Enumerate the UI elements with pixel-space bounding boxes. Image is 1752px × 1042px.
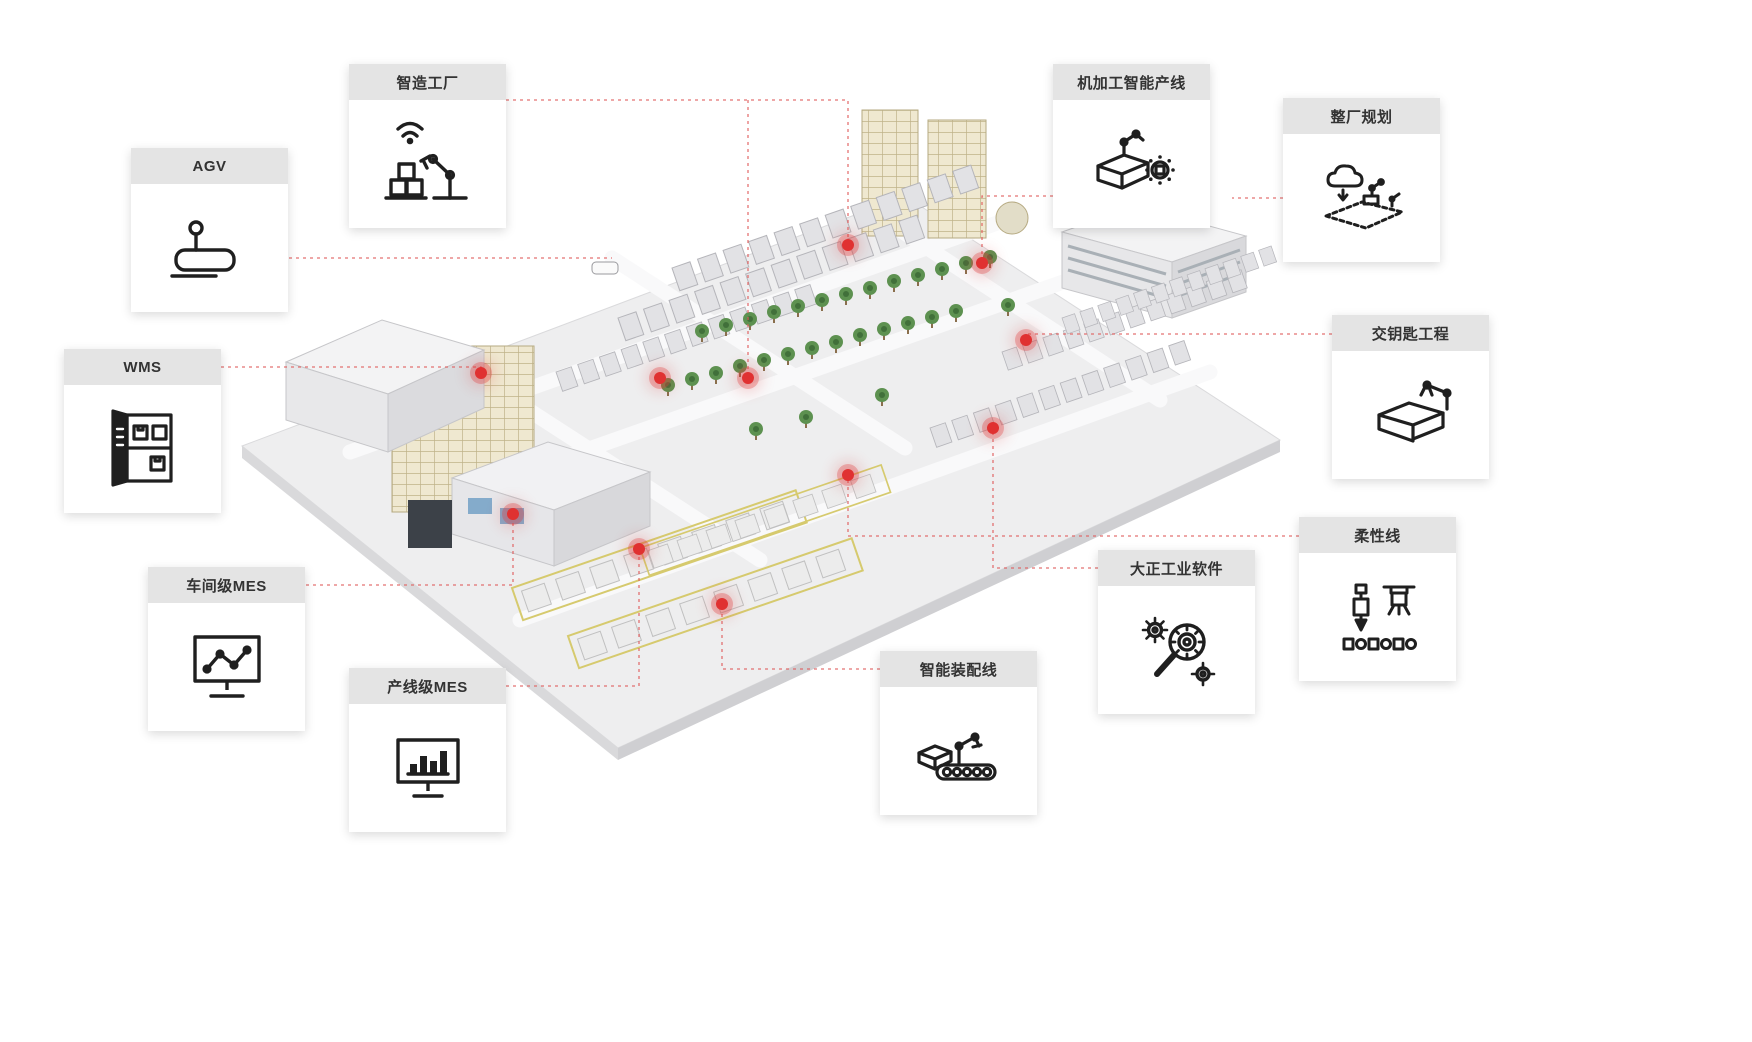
- network-monitor-icon: [192, 635, 261, 698]
- callout-zhizao-gongchang: 智造工厂: [349, 64, 506, 228]
- hotspot-marker[interactable]: [1020, 334, 1032, 346]
- callout-icon-area: [1098, 586, 1255, 714]
- callout-agv: AGV: [131, 148, 288, 312]
- callout-icon-area: [64, 385, 221, 513]
- hotspot-marker[interactable]: [475, 367, 487, 379]
- callout-title: 整厂规划: [1283, 98, 1440, 134]
- callout-wms: WMS: [64, 349, 221, 513]
- callout-icon-area: [1299, 553, 1456, 681]
- callout-title: 车间级MES: [148, 567, 305, 603]
- turnkey-robot-icon: [1376, 380, 1452, 443]
- hotspot-marker[interactable]: [842, 239, 854, 251]
- callout-title: 柔性线: [1299, 517, 1456, 553]
- callout-rouxingxian: 柔性线: [1299, 517, 1456, 681]
- callout-icon-area: [1332, 351, 1489, 479]
- callout-title: AGV: [131, 148, 288, 184]
- callout-label: 智能装配线: [919, 661, 998, 679]
- machining-robot-icon: [1095, 129, 1175, 190]
- callout-zhineng-zhuangpei: 智能装配线: [880, 651, 1037, 815]
- callout-icon-area: [880, 687, 1037, 815]
- flexible-line-icon: [1342, 583, 1417, 651]
- callout-chanxian-mes: 产线级MES: [349, 668, 506, 832]
- hotspot-marker[interactable]: [987, 422, 999, 434]
- callout-title: 智能装配线: [880, 651, 1037, 687]
- callout-icon-area: [349, 100, 506, 228]
- callout-icon-area: [1053, 100, 1210, 228]
- callout-chejian-mes: 车间级MES: [148, 567, 305, 731]
- callout-title: 交钥匙工程: [1332, 315, 1489, 351]
- callout-icon-area: [148, 603, 305, 731]
- callout-icon-area: [131, 184, 288, 312]
- hotspot-marker[interactable]: [716, 598, 728, 610]
- callout-title: 产线级MES: [349, 668, 506, 704]
- barchart-monitor-icon: [395, 738, 460, 798]
- hotspot-marker[interactable]: [654, 372, 666, 384]
- callout-jiaoyaoshi: 交钥匙工程: [1332, 315, 1489, 479]
- gears-magnifier-icon: [1141, 616, 1215, 687]
- callout-label: 大正工业软件: [1129, 560, 1223, 578]
- hotspot-marker[interactable]: [842, 469, 854, 481]
- smart-factory-icon: [383, 121, 468, 200]
- callout-label: 智造工厂: [396, 74, 459, 92]
- hotspot-marker[interactable]: [976, 257, 988, 269]
- callout-label: AGV: [192, 157, 227, 175]
- assembly-line-icon: [916, 732, 997, 781]
- callout-zhengchang-guihua: 整厂规划: [1283, 98, 1440, 262]
- hotspot-marker[interactable]: [633, 543, 645, 555]
- agv-icon: [169, 220, 236, 278]
- callout-dazheng-ruanjian: 大正工业软件: [1098, 550, 1255, 714]
- hotspot-marker[interactable]: [742, 372, 754, 384]
- callout-label: 车间级MES: [186, 577, 267, 595]
- callout-title: WMS: [64, 349, 221, 385]
- callout-icon-area: [1283, 134, 1440, 262]
- callout-title: 大正工业软件: [1098, 550, 1255, 586]
- plant-planning-icon: [1324, 164, 1403, 230]
- callout-label: 柔性线: [1354, 527, 1401, 545]
- callout-label: 交钥匙工程: [1371, 325, 1450, 343]
- callout-label: 机加工智能产线: [1077, 74, 1186, 92]
- callout-label: 产线级MES: [387, 678, 468, 696]
- warehouse-rack-icon: [110, 409, 173, 487]
- callout-title: 智造工厂: [349, 64, 506, 100]
- hotspot-marker[interactable]: [507, 508, 519, 520]
- callout-icon-area: [349, 704, 506, 832]
- callout-label: WMS: [123, 358, 162, 376]
- callout-label: 整厂规划: [1330, 108, 1393, 126]
- callout-title: 机加工智能产线: [1053, 64, 1210, 100]
- callout-jijiagong-chanxian: 机加工智能产线: [1053, 64, 1210, 228]
